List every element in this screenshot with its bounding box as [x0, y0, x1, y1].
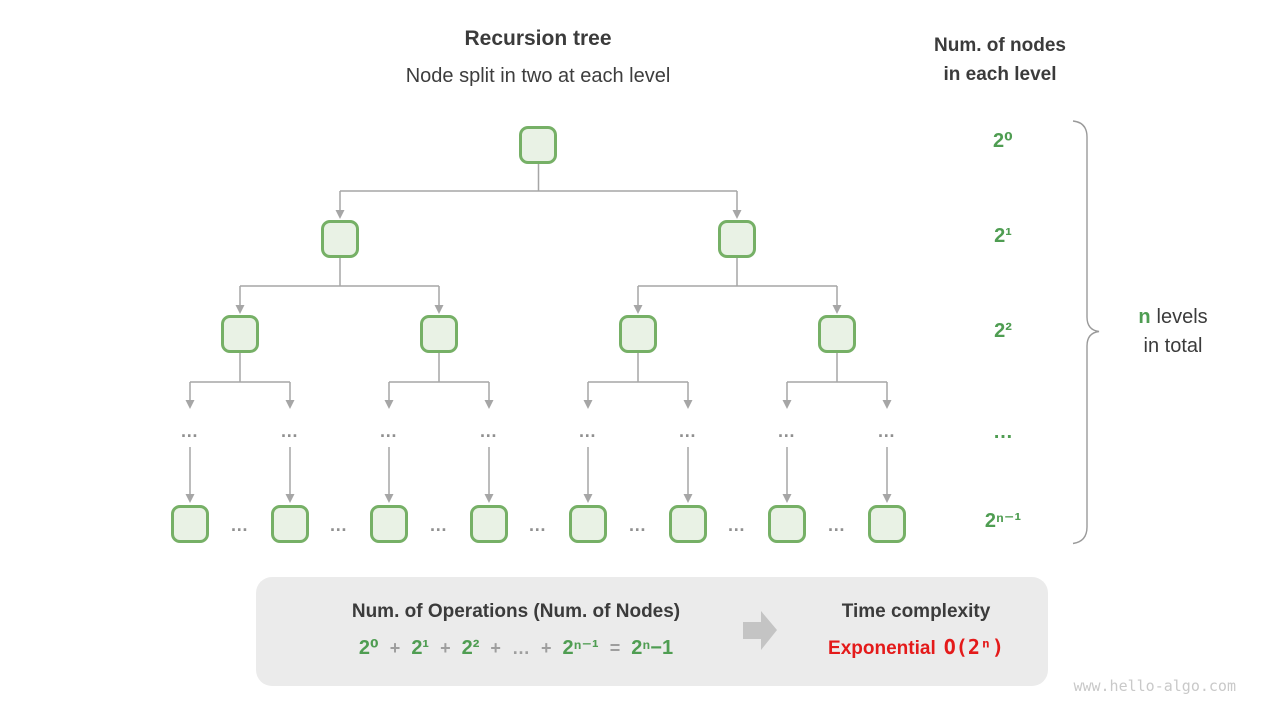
- tree-node: [519, 126, 557, 164]
- tree-ellipsis: …: [379, 421, 399, 441]
- level-label-1: 2¹: [994, 225, 1012, 247]
- formula-token: +: [540, 638, 552, 658]
- formula-token: +: [389, 638, 401, 658]
- formula-token: 2ⁿ⁻¹: [562, 637, 599, 659]
- formula-token: 2¹: [411, 637, 430, 659]
- tree-node: [818, 315, 856, 353]
- arrow-right-icon: [743, 611, 777, 650]
- tree-header: Recursion tree Node split in two at each…: [338, 26, 738, 89]
- levels-total-word: levels: [1156, 306, 1208, 328]
- formula-token: =: [609, 638, 621, 658]
- tree-node: [669, 505, 707, 543]
- level-label-ellipsis: …: [993, 421, 1013, 443]
- leaf-ellipsis: …: [230, 515, 250, 535]
- leaf-ellipsis: …: [827, 515, 847, 535]
- levels-total-n: n: [1138, 306, 1151, 328]
- formula-token: 2ⁿ−1: [631, 637, 674, 659]
- arrowhead-icons: [185, 210, 892, 503]
- curly-brace-icon: [1072, 120, 1100, 545]
- tree-node: [768, 505, 806, 543]
- leaf-ellipsis: …: [329, 515, 349, 535]
- tree-node: [718, 220, 756, 258]
- tree-node: [569, 505, 607, 543]
- leaf-ellipsis: …: [628, 515, 648, 535]
- time-complexity-title: Time complexity: [841, 601, 991, 622]
- page-title: Recursion tree: [464, 27, 612, 50]
- tree-node: [868, 505, 906, 543]
- level-label-2: 2²: [994, 320, 1012, 342]
- operations-formula: 2⁰ + 2¹ + 2² + … + 2ⁿ⁻¹ = 2ⁿ−1: [286, 635, 746, 660]
- page-subtitle: Node split in two at each level: [405, 65, 671, 87]
- tree-ellipsis: …: [578, 421, 598, 441]
- complexity-word: Exponential: [828, 638, 936, 659]
- summary-title: Num. of Operations (Num. of Nodes): [351, 601, 681, 622]
- tree-ellipsis: …: [877, 421, 897, 441]
- formula-token: 2²: [461, 637, 480, 659]
- formula-token: …: [511, 638, 530, 658]
- formula-token: +: [440, 638, 451, 658]
- tree-node: [221, 315, 259, 353]
- leaf-ellipsis: …: [429, 515, 449, 535]
- tree-ellipsis: …: [280, 421, 300, 441]
- tree-ellipsis: …: [777, 421, 797, 441]
- time-complexity-value: Exponential O(2ⁿ): [801, 635, 1031, 660]
- level-label-n-1: 2ⁿ⁻¹: [984, 510, 1022, 532]
- tree-node: [321, 220, 359, 258]
- tree-node: [619, 315, 657, 353]
- tree-node: [271, 505, 309, 543]
- tree-ellipsis: …: [678, 421, 698, 441]
- formula-token: 2⁰: [358, 637, 379, 659]
- tree-node: [370, 505, 408, 543]
- levels-total-line2: in total: [1143, 335, 1203, 357]
- watermark: www.hello-algo.com: [1073, 677, 1236, 695]
- tree-node: [470, 505, 508, 543]
- complexity-big-o: O(2ⁿ): [943, 635, 1004, 659]
- tree-node: [171, 505, 209, 543]
- tree-ellipsis: …: [479, 421, 499, 441]
- right-header-line1: Num. of nodes: [934, 35, 1066, 56]
- leaf-ellipsis: …: [727, 515, 747, 535]
- tree-node: [420, 315, 458, 353]
- tree-ellipsis: …: [180, 421, 200, 441]
- formula-token: +: [490, 638, 501, 658]
- leaf-ellipsis: …: [528, 515, 548, 535]
- summary-box: Num. of Operations (Num. of Nodes) 2⁰ + …: [256, 577, 1048, 686]
- level-label-0: 2⁰: [993, 130, 1013, 152]
- right-header-line2: in each level: [943, 64, 1057, 85]
- right-panel-header: Num. of nodes in each level: [898, 31, 1102, 89]
